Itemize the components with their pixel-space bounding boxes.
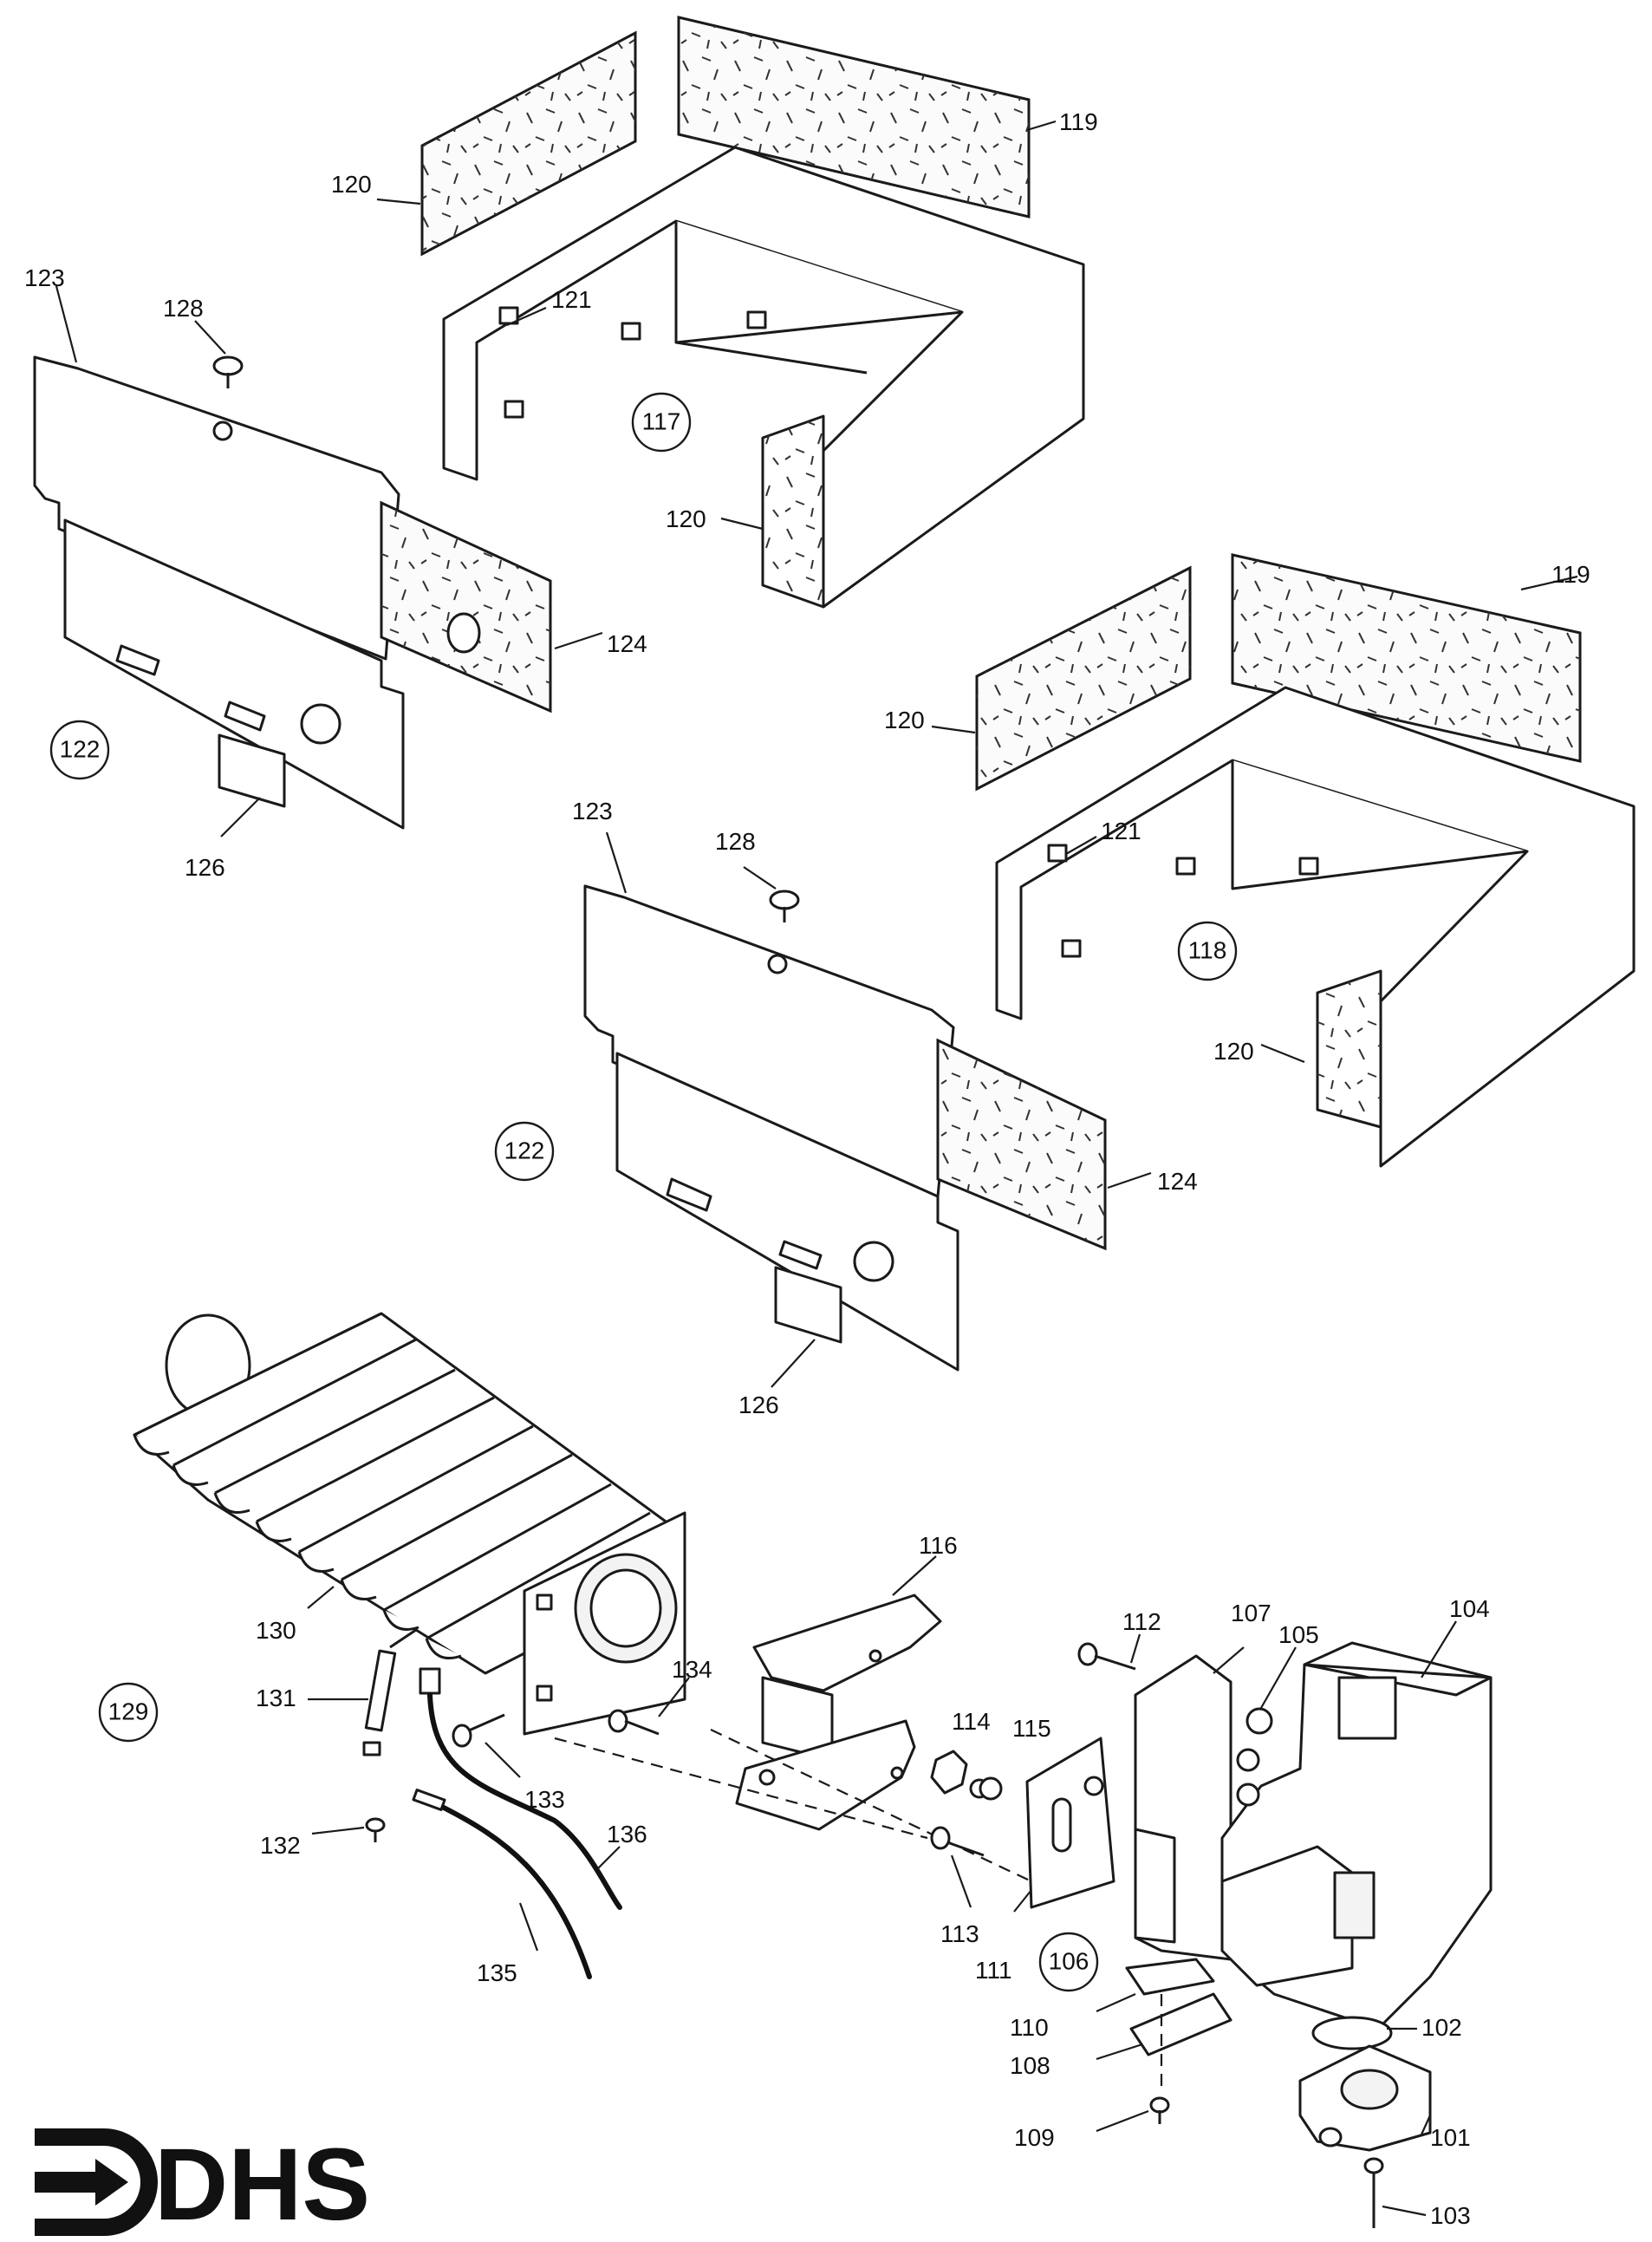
part-label-102: 102	[1421, 2014, 1462, 2041]
svg-text:118: 118	[1188, 936, 1227, 963]
screw-128-top	[212, 355, 244, 388]
part-label-120: 120	[884, 707, 925, 733]
leader-lines	[55, 120, 1578, 2217]
screw-109	[1149, 2096, 1170, 2124]
logo-text: DHS	[154, 2128, 370, 2242]
part-label-126: 126	[738, 1391, 779, 1418]
part-label-113: 113	[940, 1920, 979, 1947]
assembly-label-122: 122	[49, 720, 110, 780]
part-label-112: 112	[1122, 1608, 1161, 1635]
o-ring-105	[1246, 1707, 1273, 1735]
screw-113	[930, 1826, 985, 1857]
assembly-label-106: 106	[1038, 1932, 1099, 1992]
part-label-130: 130	[256, 1617, 296, 1644]
cable-136	[419, 1667, 622, 1910]
screw-133	[452, 1713, 505, 1748]
part-label-105: 105	[1278, 1621, 1319, 1648]
svg-text:129: 129	[108, 1698, 149, 1724]
part-label-135: 135	[477, 1959, 517, 1986]
part-label-104: 104	[1449, 1595, 1490, 1622]
lower-panel-122-top	[63, 518, 405, 830]
part-label-111: 111	[975, 1957, 1012, 1984]
gas-valve-104	[1220, 1641, 1493, 2030]
part-label-124: 124	[607, 630, 647, 657]
part-label-126: 126	[185, 854, 225, 881]
front-panel-123-centre	[583, 884, 955, 1198]
part-label-120: 120	[666, 505, 706, 532]
plate-111	[1025, 1737, 1115, 1909]
combustion-chamber-118	[995, 686, 1636, 1168]
insulation-panel-120-top-left	[420, 30, 637, 257]
cable-135	[412, 1789, 592, 1979]
part-label-128: 128	[715, 828, 756, 855]
screw-128-centre	[769, 890, 800, 922]
part-label-109: 109	[1014, 2124, 1055, 2151]
o-ring-102	[1311, 2016, 1393, 2050]
screw-132	[365, 1817, 386, 1842]
part-label-120: 120	[1213, 1038, 1254, 1065]
insulation-panel-119-right	[1231, 553, 1582, 763]
washer-115	[979, 1776, 1003, 1801]
part-label-121: 121	[1101, 818, 1141, 844]
part-label-110: 110	[1010, 2014, 1049, 2041]
svg-text:117: 117	[642, 407, 681, 434]
screw-112	[1077, 1642, 1136, 1671]
gasket-110	[1125, 1958, 1215, 1996]
part-label-116: 116	[919, 1532, 958, 1559]
part-label-133: 133	[524, 1786, 565, 1813]
part-label-132: 132	[260, 1832, 301, 1859]
part-label-120: 120	[331, 171, 372, 198]
part-label-124: 124	[1157, 1168, 1198, 1195]
part-label-136: 136	[607, 1821, 647, 1848]
insulation-panel-124-top	[380, 500, 552, 714]
insulation-panel-120-right	[975, 565, 1192, 792]
electrode-131	[362, 1628, 417, 1756]
plate-108	[1129, 1992, 1232, 2056]
insulation-panel-119-top	[677, 16, 1031, 218]
part-label-115: 115	[1012, 1715, 1051, 1742]
bracket-107	[1134, 1654, 1232, 1961]
part-label-119: 119	[1059, 108, 1098, 135]
screw-103	[1363, 2157, 1384, 2228]
assembly-label-122: 122	[494, 1121, 555, 1182]
part-label-128: 128	[163, 295, 204, 322]
svg-text:122: 122	[60, 735, 101, 762]
part-label-101: 101	[1430, 2124, 1471, 2151]
dhs-logo: DHS	[35, 2128, 370, 2242]
svg-text:122: 122	[504, 1137, 545, 1163]
part-label-123: 123	[572, 798, 613, 824]
part-label-108: 108	[1010, 2052, 1050, 2079]
part-label-134: 134	[672, 1656, 712, 1683]
arrow-in-bracket-icon	[35, 2128, 158, 2236]
lower-panel-122-centre	[615, 1052, 959, 1372]
combustion-chamber-117	[442, 146, 1085, 609]
svg-text:106: 106	[1049, 1947, 1089, 1974]
part-label-121: 121	[551, 286, 592, 313]
assembly-label-129: 129	[98, 1682, 159, 1743]
inlet-flange-101	[1298, 2044, 1432, 2152]
part-label-123: 123	[24, 264, 65, 291]
part-label-131: 131	[256, 1685, 296, 1711]
part-label-107: 107	[1231, 1600, 1272, 1626]
screw-134	[608, 1709, 660, 1736]
assembly-label-117: 117	[631, 392, 692, 453]
part-label-103: 103	[1430, 2202, 1471, 2229]
front-panel-123-top	[33, 355, 400, 661]
part-label-119: 119	[1551, 561, 1590, 588]
part-label-114: 114	[952, 1708, 991, 1735]
burner-assembly-130	[133, 1312, 686, 1736]
insulation-panel-124-centre	[936, 1038, 1107, 1251]
manifold-bracket-116	[735, 1594, 942, 1831]
assembly-label-118: 118	[1177, 921, 1238, 981]
